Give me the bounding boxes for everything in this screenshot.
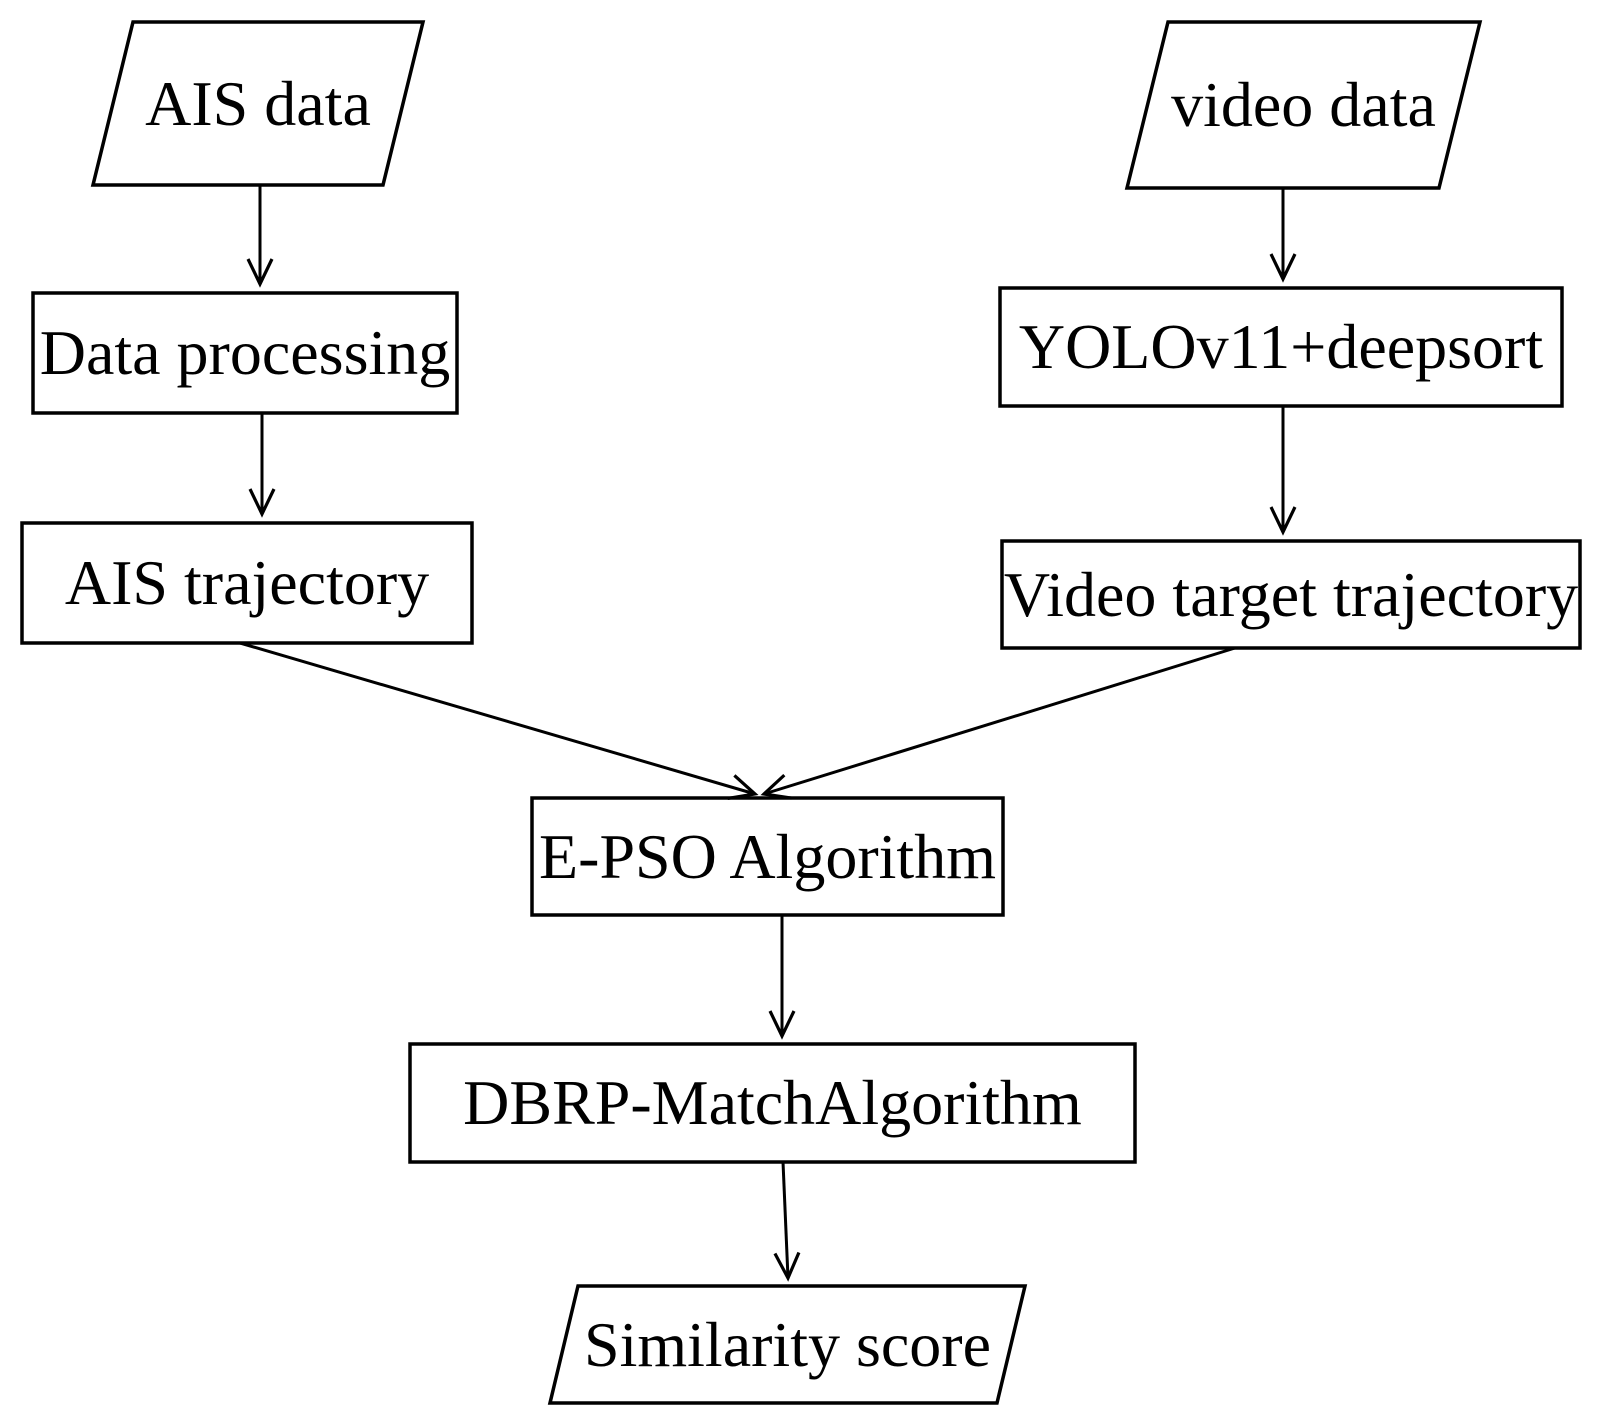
edge-aistrajectory-to-epso [239,641,759,801]
dbrp-label: DBRP-MatchAlgorithm [463,1067,1082,1138]
similarity-score-label: Similarity score [583,1308,992,1380]
ais-trajectory-label: AIS trajectory [64,547,430,618]
ais-data-shape [90,20,426,187]
epso-label: E-PSO Algorithm [539,820,996,892]
edge-videotarget-to-epso [760,646,1236,800]
ais-trajectory-shape [20,521,474,645]
video-target-trajectory-shape [1000,539,1582,650]
video-data-label: video data [1171,69,1436,140]
ais-data-label: AIS data [145,67,371,139]
video-target-trajectory-label: Video target trajectory [1003,558,1579,630]
edge-dbrp-to-similarity [773,1161,801,1282]
dbrp-shape [408,1042,1137,1164]
yolo-deepsort-shape [998,286,1564,408]
video-data-shape [1124,20,1483,190]
data-processing-label: Data processing [39,317,451,388]
similarity-score-shape [547,1284,1028,1405]
epso-shape [530,796,1005,917]
data-processing-shape [31,291,459,415]
yolo-deepsort-label: YOLOv11+deepsort [1018,311,1544,382]
